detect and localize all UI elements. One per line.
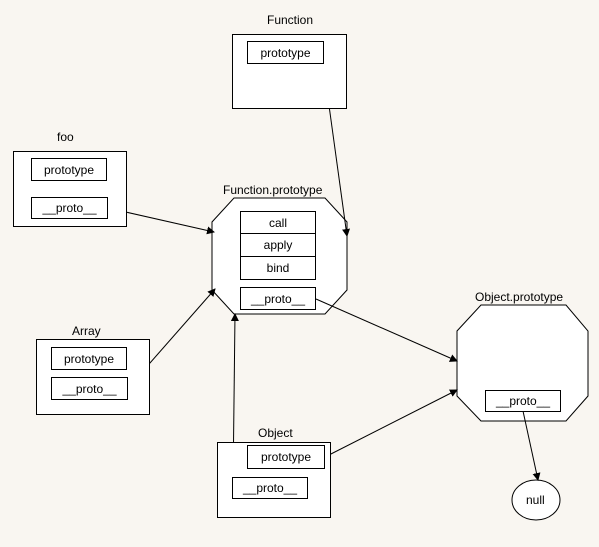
foo-prototype-field: prototype [31, 158, 107, 181]
object-prototype-proto-field: __proto__ [485, 390, 561, 412]
function-prototype-proto-field: __proto__ [240, 287, 316, 310]
foo-proto-field: __proto__ [31, 197, 108, 219]
arrow-function-prototype-proto-to-object-prototype [315, 298, 458, 362]
object-proto-field: __proto__ [232, 477, 308, 499]
array-prototype-field: prototype [51, 347, 127, 370]
function-prototype-field: prototype [247, 41, 324, 64]
null-label: null [526, 493, 545, 507]
array-proto-field: __proto__ [51, 377, 128, 400]
array-title: Array [72, 324, 101, 338]
method-call-field: call [240, 211, 316, 234]
method-bind-field: bind [240, 256, 316, 280]
object-title: Object [258, 426, 293, 440]
foo-title: foo [57, 130, 74, 144]
function-prototype-title: Function.prototype [223, 183, 323, 197]
arrow-object-prototype-proto-to-null [522, 410, 541, 481]
method-apply-field: apply [240, 233, 316, 257]
object-prototype-title: Object.prototype [475, 290, 564, 304]
function-title: Function [267, 13, 314, 27]
object-prototype-field: prototype [247, 445, 325, 469]
arrow-object-prototype-to-object-prototype-node [324, 389, 458, 458]
